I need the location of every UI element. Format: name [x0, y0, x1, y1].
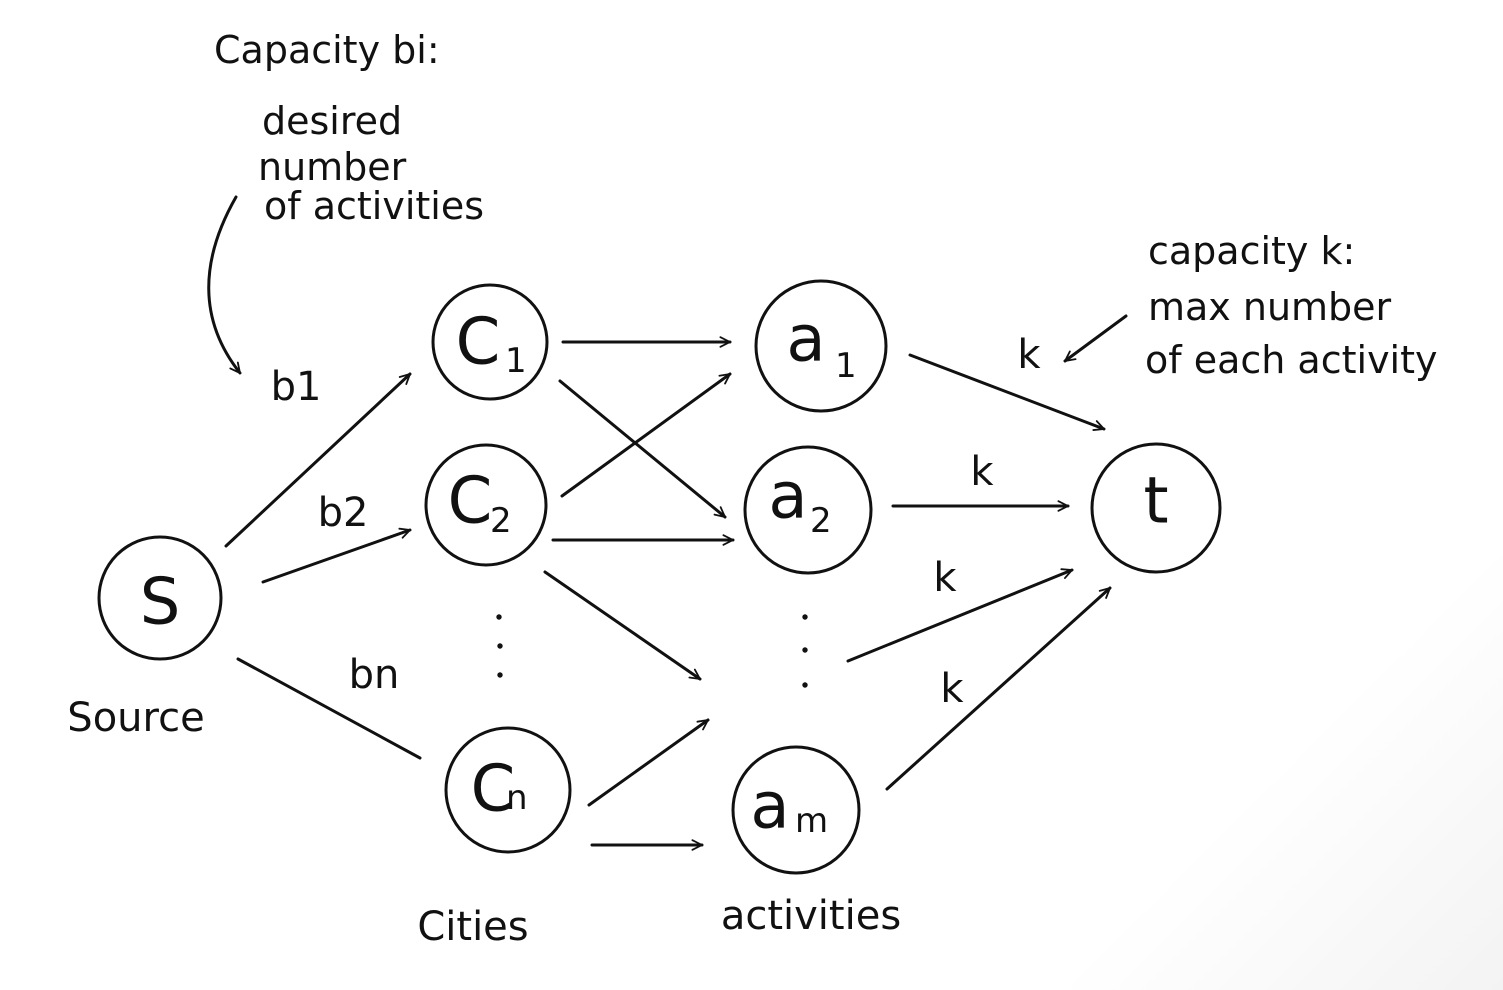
node-am-circle: [731, 745, 861, 875]
edge-label-k-a2: k: [970, 449, 994, 495]
node-am-label: a: [750, 770, 789, 844]
edge-s-c2: [261, 527, 412, 584]
left-capacity-annotation: Capacity bi: desired number of activitie…: [214, 28, 484, 228]
edge-label-k-a1: k: [1017, 332, 1041, 378]
edge-dots-t: [846, 568, 1074, 663]
edge-label-b2: b2: [318, 490, 369, 536]
node-c2-subscript: 2: [490, 501, 512, 541]
node-cn-circle: [444, 726, 572, 854]
node-a2-label: a: [768, 460, 807, 534]
right-annotation-line-1: max number: [1148, 285, 1392, 329]
node-a2-circle: [743, 445, 873, 575]
cities-caption: Cities: [417, 904, 528, 950]
cities-ellipsis: [496, 614, 503, 678]
edge-c2-a1: [560, 372, 732, 498]
edge-label-b1: b1: [271, 364, 322, 410]
node-cn-label: C: [471, 753, 516, 827]
edge-label-k-am: k: [940, 666, 964, 712]
node-c1: C 1: [431, 283, 549, 401]
node-a2-subscript: 2: [810, 501, 832, 541]
right-annotation-line-2: of each activity: [1145, 338, 1438, 382]
edge-s-cn: [236, 657, 422, 760]
annotation-arrow-right: [1063, 314, 1128, 363]
node-source: S: [97, 535, 223, 661]
source-caption: Source: [67, 695, 204, 741]
edge-am-t: [885, 586, 1112, 791]
node-c2-label: C: [448, 465, 493, 539]
node-a2: a 2: [743, 445, 873, 575]
node-c1-circle: [431, 283, 549, 401]
activities-ellipsis: [802, 614, 808, 688]
node-sink-label: t: [1143, 465, 1168, 539]
left-annotation-line-3: of activities: [264, 184, 484, 228]
node-c2: C 2: [424, 443, 548, 567]
edge-s-c1: [224, 372, 412, 548]
activities-caption: activities: [721, 893, 901, 939]
right-annotation-title: capacity k:: [1148, 229, 1355, 273]
edge-c2-dots: [543, 570, 702, 681]
node-source-circle: [97, 535, 223, 661]
node-cn-subscript: n: [506, 778, 528, 818]
right-capacity-annotation: capacity k: max number of each activity: [1145, 229, 1438, 382]
node-c1-label: C: [456, 306, 501, 380]
annotation-arrow-left: [207, 195, 242, 375]
left-annotation-line-2: number: [258, 145, 407, 189]
node-am: a m: [731, 745, 861, 875]
edge-label-k-dots: k: [933, 555, 957, 601]
node-c2-circle: [424, 443, 548, 567]
node-sink: t: [1090, 442, 1222, 574]
node-a1-subscript: 1: [835, 346, 857, 386]
node-cn: C n: [444, 726, 572, 854]
node-a1: a 1: [754, 279, 888, 413]
node-c1-subscript: 1: [505, 341, 527, 381]
edge-a1-t: [908, 353, 1106, 431]
node-a1-label: a: [786, 303, 825, 377]
edge-c1-a2: [558, 379, 727, 519]
left-annotation-line-1: desired: [262, 99, 402, 143]
edge-cn-dots: [587, 718, 710, 807]
node-sink-circle: [1090, 442, 1222, 574]
edge-label-bn: bn: [349, 652, 400, 698]
node-a1-circle: [754, 279, 888, 413]
node-source-label: S: [140, 566, 181, 640]
left-annotation-title: Capacity bi:: [214, 28, 440, 72]
node-am-subscript: m: [795, 801, 828, 841]
